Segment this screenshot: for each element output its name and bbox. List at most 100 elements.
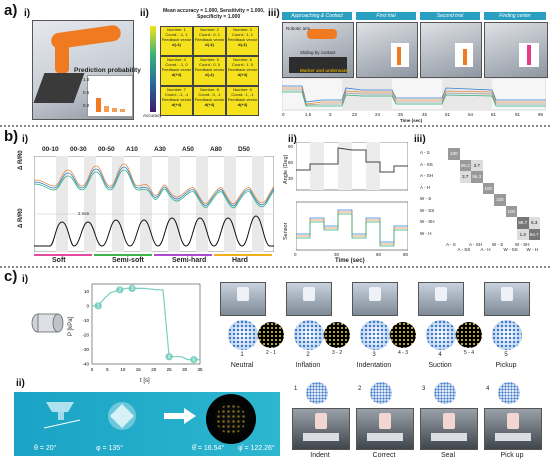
b-ii-xtick-2: 30 xyxy=(334,252,340,257)
cell-feedback-label: Feedback vector xyxy=(161,97,192,102)
column-label: D50 xyxy=(238,146,250,153)
panel-a-iii-label: iii) xyxy=(268,8,280,19)
inset-bar xyxy=(463,49,467,65)
cell-feedback-label: Feedback vector xyxy=(194,67,225,72)
b-ii-ytick-3: 30 xyxy=(288,176,294,181)
pressure-point xyxy=(116,286,124,294)
shade xyxy=(310,142,324,190)
diag-cell: 96.3 xyxy=(459,159,471,171)
x-tick: 22 xyxy=(352,112,358,117)
cell-number: Number: 8 xyxy=(200,87,219,92)
sensor-trace-green xyxy=(296,213,408,247)
off-cell: 3.7 xyxy=(459,171,471,183)
step-photo xyxy=(286,282,332,316)
robot-arm-wrist xyxy=(55,41,69,73)
col-label: W - SH xyxy=(515,242,530,247)
row-label: W - SH xyxy=(420,219,435,224)
inset-bar xyxy=(527,45,531,65)
cell-number: Number: 1 xyxy=(167,27,186,32)
step-number: 4 xyxy=(486,386,490,392)
arrow-right-icon xyxy=(164,408,196,424)
step-number: 3 xyxy=(372,352,376,358)
y-tick: -30 xyxy=(82,347,89,352)
step-photo xyxy=(420,408,478,450)
x-tick: 24 xyxy=(375,112,381,117)
b-ii-xtick-3: 60 xyxy=(376,252,382,257)
cell-feedback-label: Feedback vector xyxy=(194,97,225,102)
inset-bar xyxy=(397,47,401,65)
panel-c-i-label: i) xyxy=(22,274,29,285)
step-name: Indentation xyxy=(356,362,392,369)
tilt-theta-icon xyxy=(43,402,81,429)
pressure-point-label: 1 xyxy=(97,304,100,310)
cell-feedback: d(+4) xyxy=(171,72,182,77)
panel-b-letter: b) xyxy=(4,128,19,145)
dot-pattern xyxy=(370,382,392,404)
group-label: Semi-soft xyxy=(112,257,144,264)
y-tick: -20 xyxy=(82,333,89,338)
transition-pattern xyxy=(258,322,284,348)
step-number: 1 xyxy=(240,352,244,358)
cell-coord: Coord.: -1, 0 xyxy=(165,62,188,67)
phi-hat-label: φ̂ = 122.26° xyxy=(238,445,275,452)
gripper xyxy=(435,287,447,301)
panel-c-ii-label: ii) xyxy=(16,378,25,389)
cell-number: Number: 7 xyxy=(167,87,186,92)
panel-b-ii-label: ii) xyxy=(288,134,297,145)
angle-trace xyxy=(296,147,408,173)
rotation-phi-icon xyxy=(108,402,136,430)
step-photo xyxy=(418,282,464,316)
cell-coord: Coord.: 0, 1 xyxy=(199,32,220,37)
plot-area xyxy=(282,78,546,111)
gripper xyxy=(237,287,249,301)
row-label: W - S xyxy=(420,196,432,201)
shade-7 xyxy=(224,156,236,252)
series-gray xyxy=(282,89,546,106)
x-tick: 30 xyxy=(182,367,188,372)
divider-b-c xyxy=(0,266,550,268)
platform xyxy=(33,73,85,103)
col-label: W - SS xyxy=(503,247,518,252)
y-tick: 10 xyxy=(84,289,90,294)
x-tick: 3 xyxy=(329,112,332,117)
platform-top xyxy=(46,402,74,412)
cell-feedback: d(+4) xyxy=(204,102,215,107)
cell-feedback-label: Feedback vector xyxy=(227,37,258,42)
b-i-ylabel-bottom: Δ R/R0 xyxy=(18,208,24,228)
x-tick: 81 xyxy=(491,112,497,117)
estimation-banner xyxy=(14,392,280,456)
transition-pattern xyxy=(456,322,482,348)
pressure-point-label: 2 xyxy=(118,288,121,294)
pressure-line xyxy=(92,287,200,361)
b-ii-ytick-1: 90 xyxy=(288,144,294,149)
y-tick: -40 xyxy=(82,362,89,367)
column-label: A30 xyxy=(154,146,166,153)
pattern-dots xyxy=(216,404,246,434)
off-cell: 3.7 xyxy=(471,159,483,171)
col-label: A - SS xyxy=(457,247,471,252)
finding-center-photo xyxy=(484,22,548,78)
header-finding-center: Finding center xyxy=(484,12,546,20)
step-name: Inflation xyxy=(295,362,321,369)
step-photo xyxy=(484,282,530,316)
step-name: Pick up xyxy=(500,452,524,459)
panel-c-letter: c) xyxy=(4,268,18,285)
b-ii-plot xyxy=(296,142,408,251)
cell-number: Number: 2 xyxy=(200,27,219,32)
panel-a-ii-label: ii) xyxy=(140,8,149,19)
diag-cell: 96.3 xyxy=(471,171,483,183)
transition-label: 2 - 1 xyxy=(265,350,276,356)
cell-feedback-label: Feedback vector xyxy=(227,67,258,72)
step-number: 1 xyxy=(294,386,298,392)
second-trial-photo xyxy=(420,22,482,78)
x-tick: 96 xyxy=(538,112,544,117)
x-tick: 15 xyxy=(136,367,142,372)
